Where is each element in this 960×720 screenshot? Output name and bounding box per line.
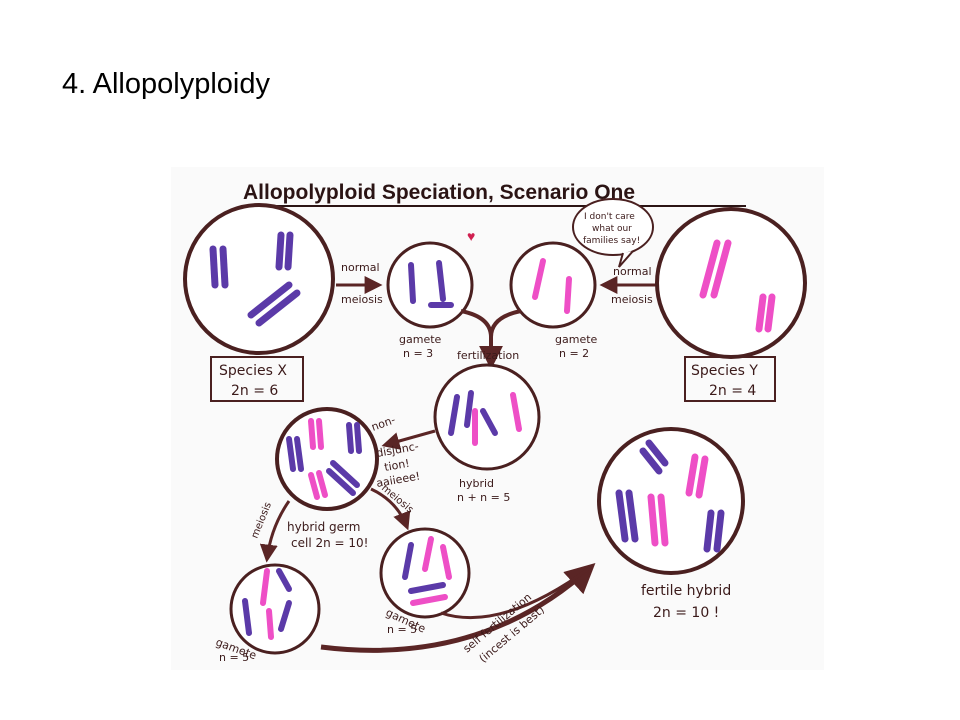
gamete-x-label: gamete — [399, 333, 442, 346]
hybrid-ploidy: n + n = 5 — [457, 491, 510, 504]
bubble-line-3: families say! — [583, 236, 640, 246]
hybrid-cell — [433, 363, 541, 471]
normal-meiosis-right-2: meiosis — [611, 293, 653, 306]
species-y-label-box: Species Y 2n = 4 — [684, 356, 776, 402]
nondisjunction-1: non- — [370, 413, 398, 434]
normal-meiosis-left-1: normal — [341, 261, 380, 274]
gamete-bottom-left-cell — [229, 563, 321, 655]
species-y-name: Species Y — [691, 363, 758, 379]
germ-cell-label-2: cell 2n = 10! — [291, 536, 368, 550]
diagram-canvas: Allopolyploid Speciation, Scenario One S… — [183, 181, 807, 665]
meiosis-arrow-right — [370, 487, 411, 531]
nondisjunction-3: tion! — [383, 457, 410, 474]
speciation-diagram: Allopolyploid Speciation, Scenario One S… — [171, 167, 824, 670]
meiosis-arrow-left — [259, 500, 291, 563]
gamete-bl-ploidy: n = 5 — [219, 651, 249, 664]
diagram-title: Allopolyploid Speciation, Scenario One — [243, 181, 635, 204]
fertile-hybrid-cell — [597, 427, 745, 575]
species-x-cell — [183, 203, 335, 355]
self-fertilization-arrow-mid — [440, 565, 592, 620]
meiosis-left-label: meiosis — [250, 501, 274, 540]
hybrid-germ-cell — [275, 407, 379, 511]
speech-bubble: I don't care what our families say! — [572, 198, 654, 268]
germ-cell-label-1: hybrid germ — [287, 520, 360, 534]
fertilization-arrow — [460, 309, 522, 338]
bubble-line-1: I don't care — [584, 212, 635, 222]
normal-meiosis-left-2: meiosis — [341, 293, 383, 306]
hybrid-label: hybrid — [459, 477, 494, 490]
slide-title: 4. Allopolyploidy — [62, 68, 270, 100]
bubble-line-2: what our — [592, 224, 632, 234]
gamete-y-label: gamete — [555, 333, 598, 346]
species-x-ploidy: 2n = 6 — [231, 383, 278, 399]
species-y-ploidy: 2n = 4 — [709, 383, 756, 399]
gamete-x-cell — [386, 241, 474, 329]
species-x-name: Species X — [219, 363, 287, 379]
species-x-label-box: Species X 2n = 6 — [210, 356, 304, 402]
nondisjunction-2: disjunc- — [375, 440, 419, 460]
heart-icon: ♥ — [467, 228, 475, 244]
fertile-hybrid-label: fertile hybrid — [641, 583, 731, 599]
fertile-hybrid-ploidy: 2n = 10 ! — [653, 605, 719, 621]
self-fertilization-arrow — [320, 562, 596, 653]
species-y-cell — [655, 207, 807, 359]
gamete-y-cell — [509, 241, 597, 329]
fertilization-label: fertilization — [457, 349, 519, 362]
gamete-x-ploidy: n = 3 — [403, 347, 433, 360]
nondisjunction-arrow — [381, 429, 436, 450]
gamete-bottom-mid-cell — [379, 527, 471, 619]
gamete-bm-ploidy: n = 5 — [387, 623, 417, 636]
gamete-y-ploidy: n = 2 — [559, 347, 589, 360]
normal-meiosis-right-1: normal — [613, 265, 652, 278]
